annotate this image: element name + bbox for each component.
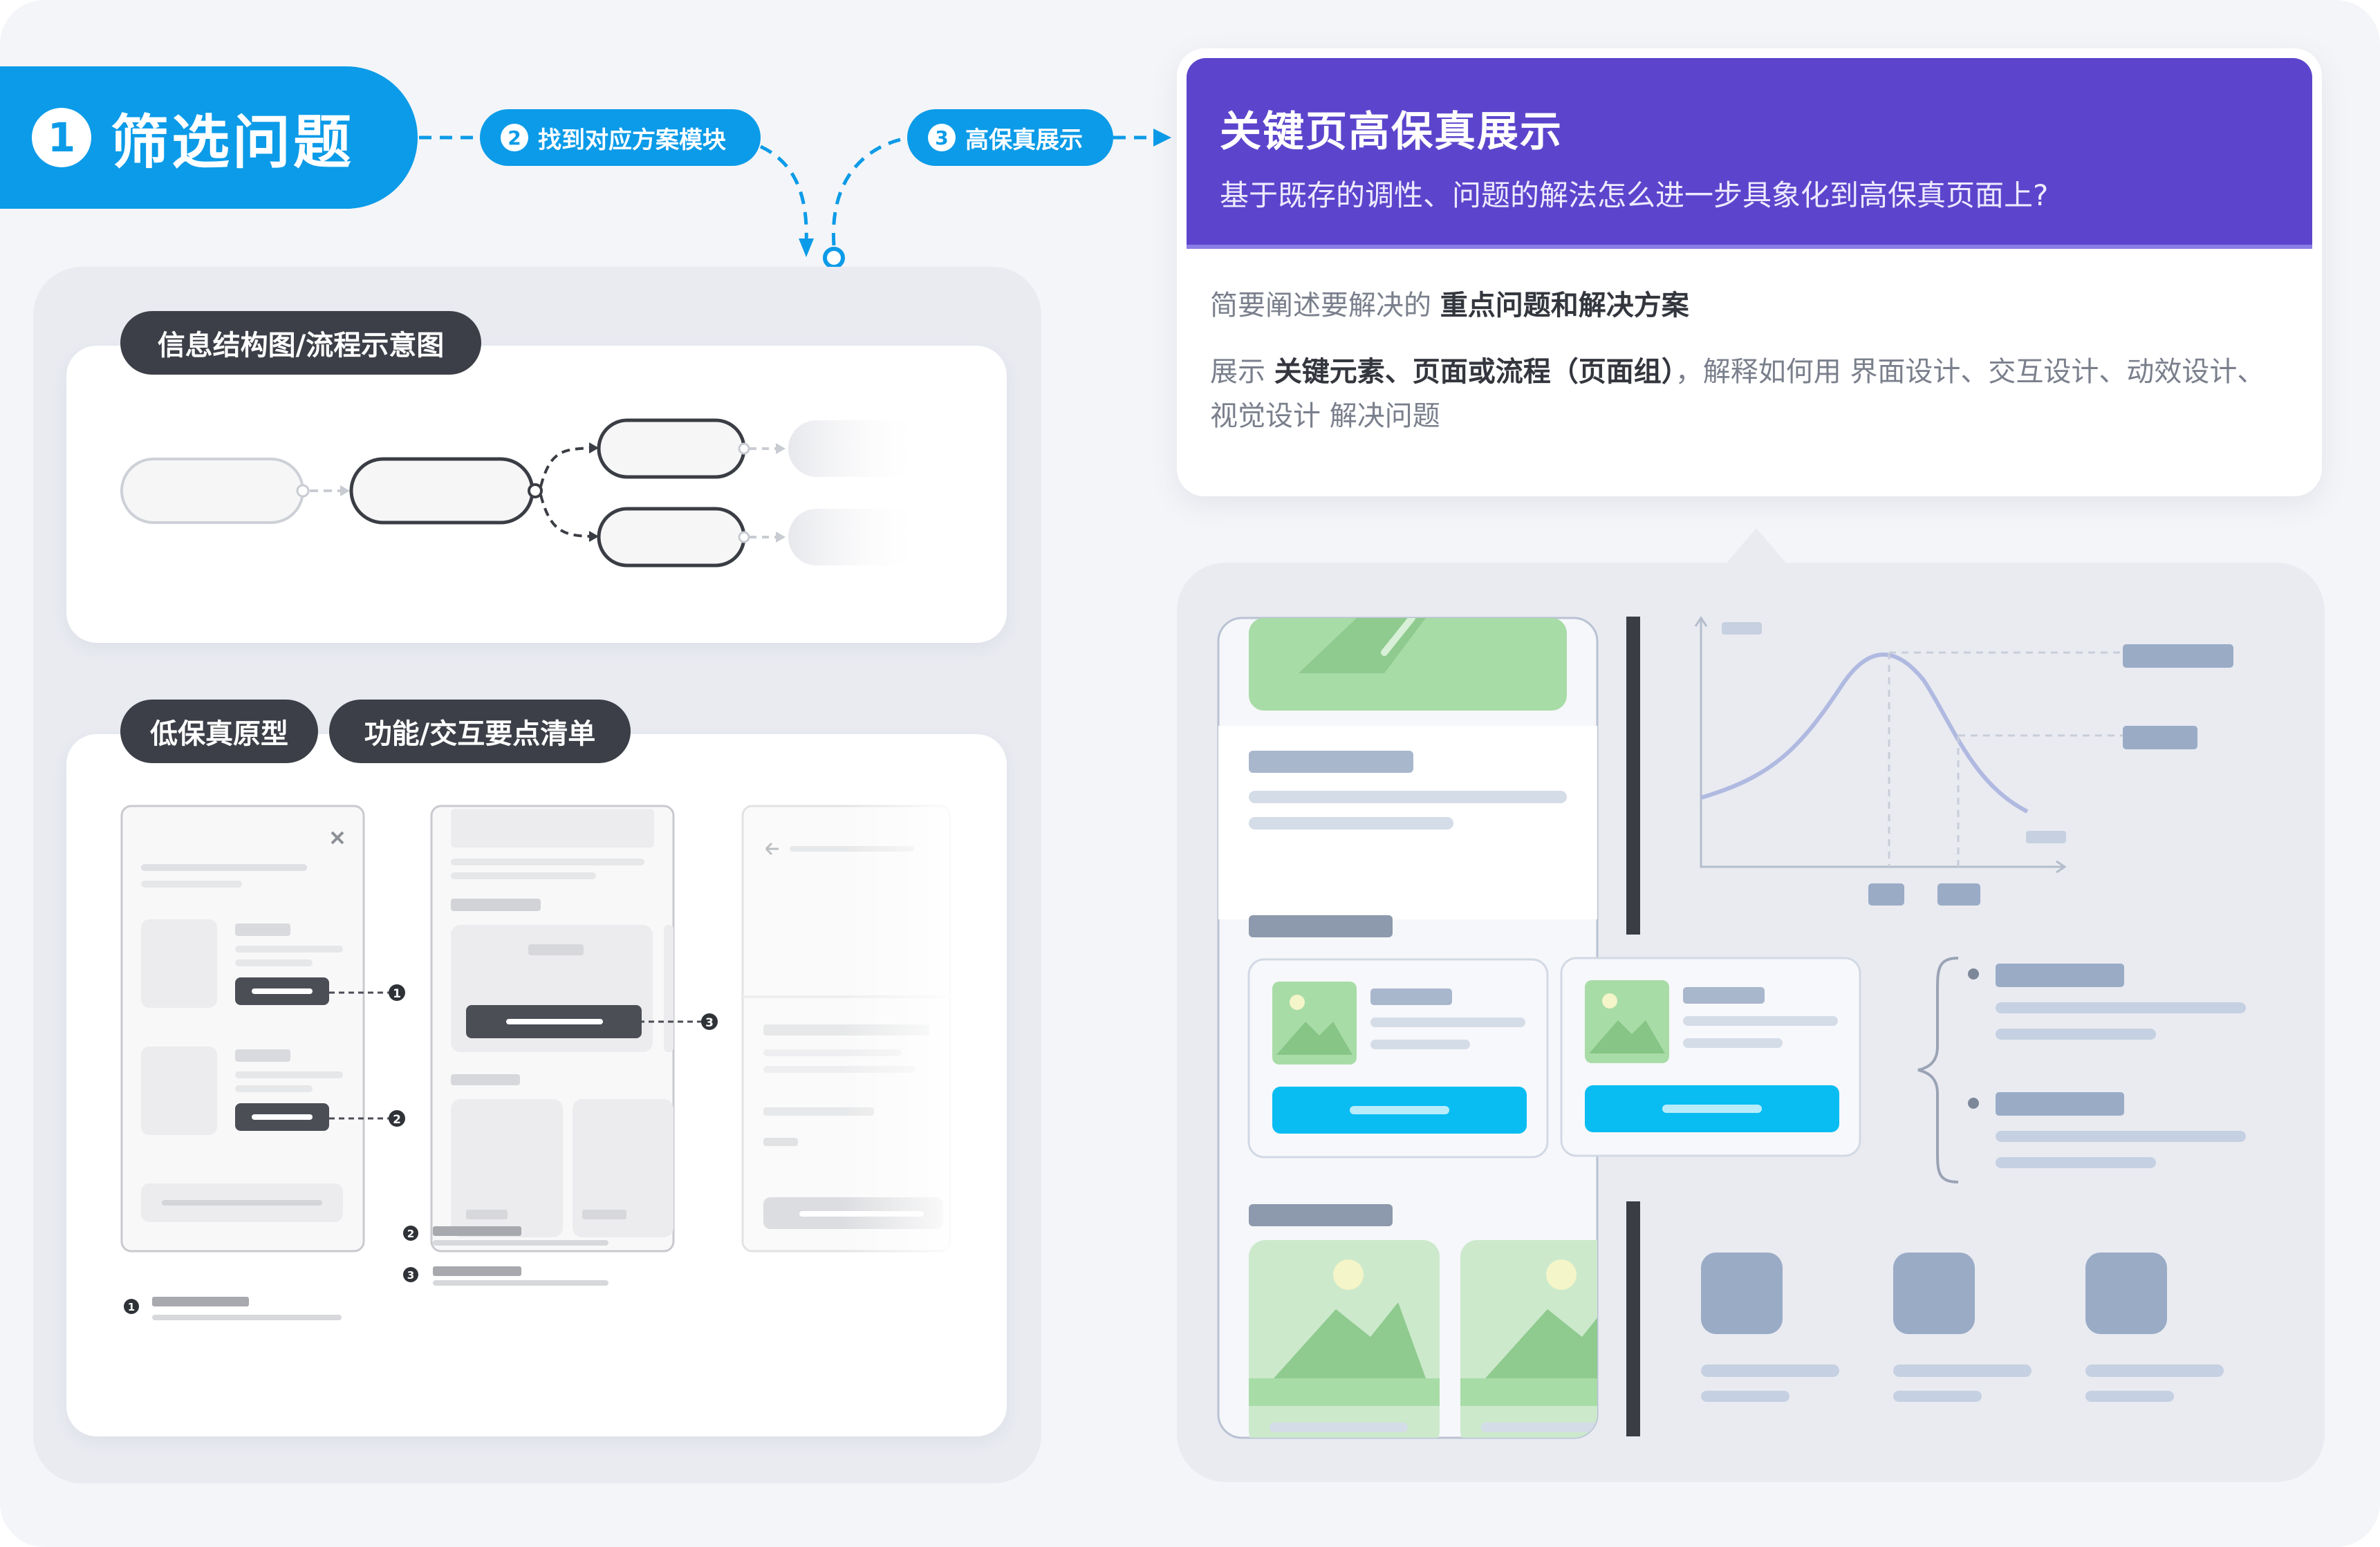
- hifi-card-subtitle: 基于既存的调性、问题的解法怎么进一步具象化到高保真页面上?: [1220, 178, 2049, 212]
- bullet-item-2: [1968, 1092, 2246, 1168]
- callout-3-number: 3: [705, 1016, 714, 1030]
- close-icon: [331, 831, 344, 845]
- lofi-prototype-tag: 低保真原型: [120, 700, 318, 763]
- callout-1-marker: [389, 984, 405, 1001]
- bullet-list-illustration: [1917, 957, 1959, 1183]
- bullet-item-1: [1968, 964, 2246, 1040]
- legend-2-number: 2: [407, 1228, 414, 1240]
- flow-node-start: [120, 458, 304, 524]
- step-2-pill: 2 找到对应方案模块: [480, 109, 761, 166]
- step-connectors: [419, 129, 1171, 269]
- flow-node-decision: [349, 457, 534, 525]
- point-1-prefix: 简要阐述要解决的: [1210, 290, 1431, 321]
- divider-bottom: [1626, 1201, 1640, 1436]
- legend-3-number: 3: [407, 1269, 414, 1282]
- banner-image-placeholder: [1249, 618, 1567, 711]
- icon-grid-illustration: [1701, 1253, 2224, 1402]
- callout-1-number: 1: [393, 987, 401, 1001]
- point-2-highlight: 关键元素、页面或流程（页面组）: [1274, 356, 1675, 388]
- legend-3-marker: [403, 1267, 418, 1282]
- hifi-showcase-card: 关键页高保真展示 基于既存的调性、问题的解法怎么进一步具象化到高保真页面上? 简…: [1177, 48, 2322, 496]
- step-1-label: 筛选问题: [111, 108, 355, 176]
- divider-top: [1626, 617, 1640, 935]
- wireframe-dialog: [120, 805, 365, 1253]
- arrowhead-down-icon: [799, 238, 814, 257]
- connector-2-down: [759, 144, 808, 246]
- flow-node-faded-a: [788, 420, 927, 477]
- step-3-label: 高保真展示: [965, 126, 1083, 154]
- hifi-card-header: 关键页高保真展示 基于既存的调性、问题的解法怎么进一步具象化到高保真页面上?: [1187, 58, 2312, 249]
- flow-diagram: [120, 418, 927, 568]
- point-2-suffix: 界面设计、交互设计、动效设计、视觉设计 解决问题: [1210, 356, 2265, 432]
- step-2-label: 找到对应方案模块: [538, 126, 726, 154]
- step-1-filter-problems: 1 筛选问题: [0, 66, 418, 209]
- legend-1-number: 1: [128, 1301, 135, 1313]
- product-card-1: [1247, 958, 1549, 1159]
- callout-2-marker: [389, 1110, 405, 1127]
- back-arrow-icon: [765, 842, 779, 856]
- point-2-mid: ，解释如何用: [1675, 356, 1841, 388]
- hifi-card-title: 关键页高保真展示: [1220, 108, 1563, 156]
- step-3-pill: 3 高保真展示: [907, 109, 1113, 166]
- point-1-highlight: 重点问题和解决方案: [1440, 290, 1689, 321]
- legend-2-marker: [403, 1226, 418, 1241]
- diagram-tag: 信息结构图/流程示意图: [120, 311, 481, 375]
- connector-node-icon: [823, 247, 845, 269]
- point-2-prefix: 展示: [1210, 356, 1265, 388]
- hifi-card-body: 简要阐述要解决的 重点问题和解决方案 展示 关键元素、页面或流程（页面组），解释…: [1177, 249, 2322, 438]
- curve-illustration: [1694, 616, 2233, 906]
- lofi-wireframes: 1 2: [120, 803, 965, 1320]
- checklist-tag: 功能/交互要点清单: [329, 700, 631, 763]
- arrowhead-right-icon: [1153, 129, 1171, 147]
- flow-node-faded-b: [788, 509, 927, 565]
- legend-1-marker: [124, 1299, 139, 1314]
- lofi-prototype-card: 1 2: [66, 734, 1007, 1436]
- wireframe-list-page: [430, 805, 675, 1253]
- flow-node-branch-a: [597, 418, 746, 479]
- flow-node-branch-b: [597, 507, 746, 568]
- step-2-number: 2: [501, 124, 528, 151]
- hifi-card-point-1: 简要阐述要解决的 重点问题和解决方案: [1210, 283, 2289, 328]
- callout-3-marker: [701, 1013, 718, 1030]
- card-pointer: [1723, 528, 1789, 567]
- curly-brace-icon: [1917, 957, 1959, 1183]
- product-card-2: [1560, 957, 1861, 1157]
- hifi-card-point-2: 展示 关键元素、页面或流程（页面组），解释如何用 界面设计、交互设计、动效设计、…: [1210, 350, 2289, 438]
- connector-3-up: [831, 136, 907, 246]
- callout-2-number: 2: [393, 1113, 401, 1127]
- flow-diagram-card: [66, 346, 1007, 643]
- hifi-mockups: [1217, 616, 2246, 1439]
- step-3-number: 3: [928, 124, 956, 151]
- step-1-number: 1: [32, 108, 91, 167]
